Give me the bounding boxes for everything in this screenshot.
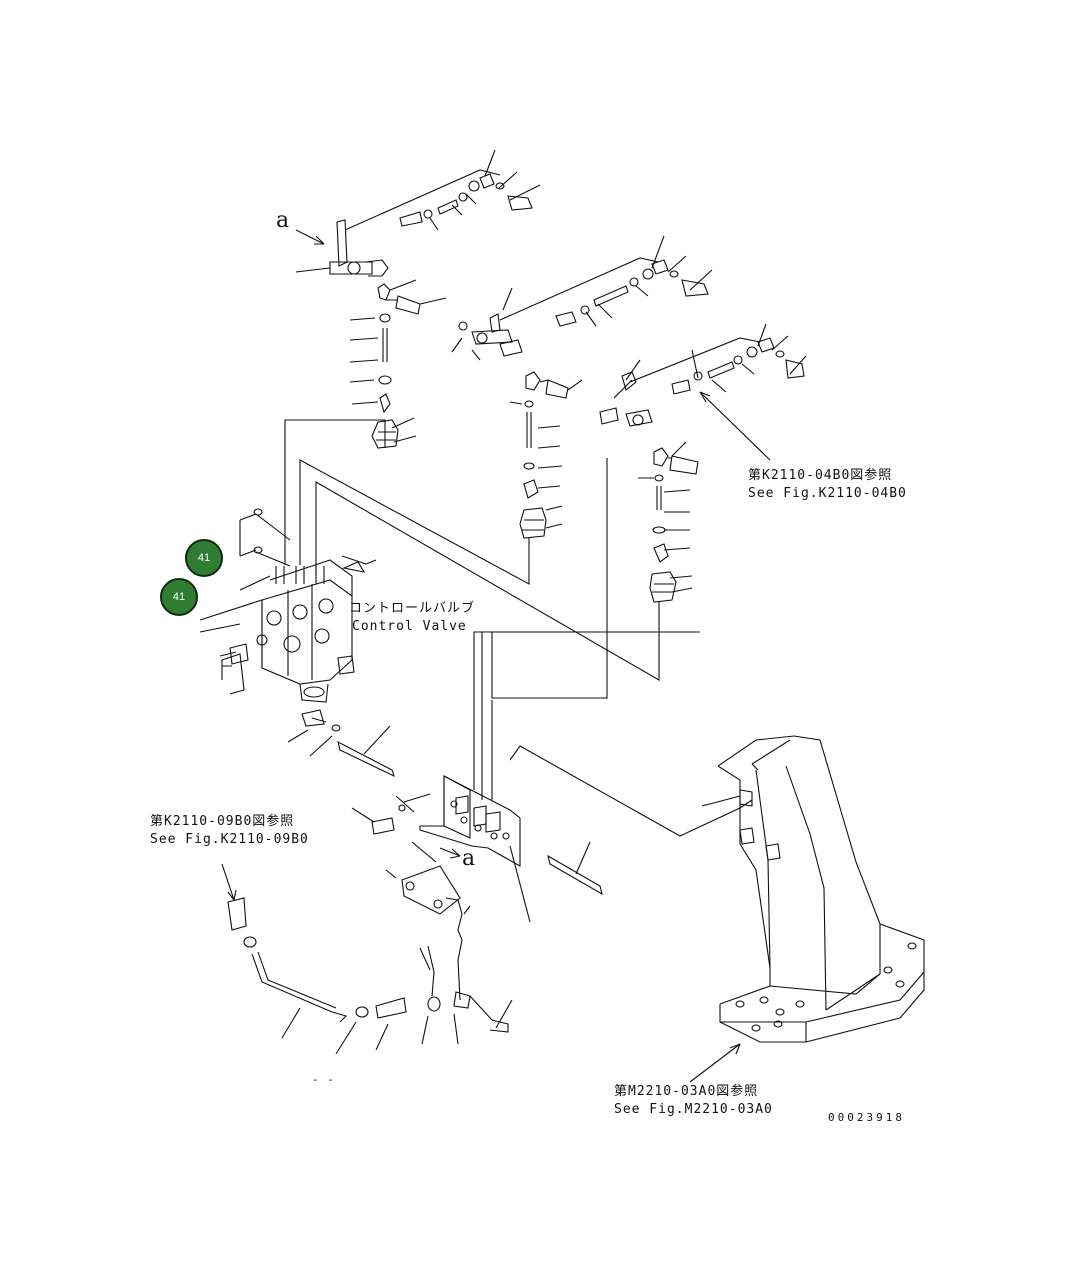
ref-k2110-04b0-jp: 第K2110-04B0図参照 — [748, 468, 893, 483]
bottom-dash: - - — [312, 1073, 335, 1086]
ref-k2110-09b0-en: See Fig.K2110-09B0 — [150, 832, 309, 847]
ref-m2210-03a0-en: See Fig.M2210-03A0 — [614, 1102, 773, 1117]
drawing-number: 00023918 — [828, 1111, 905, 1124]
ref-k2110-09b0-jp: 第K2110-09B0図参照 — [150, 814, 295, 829]
callout-41-lower[interactable]: 41 — [160, 578, 198, 616]
control-valve — [199, 508, 377, 703]
pin-and-bolt — [287, 709, 395, 778]
ref-k2110-04b0-en: See Fig.K2110-04B0 — [748, 486, 907, 501]
reference-leaders — [221, 229, 771, 1083]
pedal-linkage — [227, 841, 513, 1055]
marker-a-top: a — [276, 208, 290, 233]
linkage-middle — [451, 235, 713, 539]
callout-41-upper[interactable]: 41 — [185, 539, 223, 577]
ref-m2210-03a0-jp: 第M2210-03A0図参照 — [614, 1084, 759, 1099]
control-valve-label-en: Control Valve — [352, 619, 467, 634]
linkage-right — [599, 323, 807, 603]
marker-a-bottom: a — [462, 846, 476, 871]
linkage-left-top — [295, 149, 541, 449]
control-valve-label-jp: コントロールバルブ — [349, 601, 476, 616]
control-cables — [284, 419, 700, 800]
machine-frame — [701, 735, 925, 1043]
bracket-plate — [351, 745, 753, 923]
